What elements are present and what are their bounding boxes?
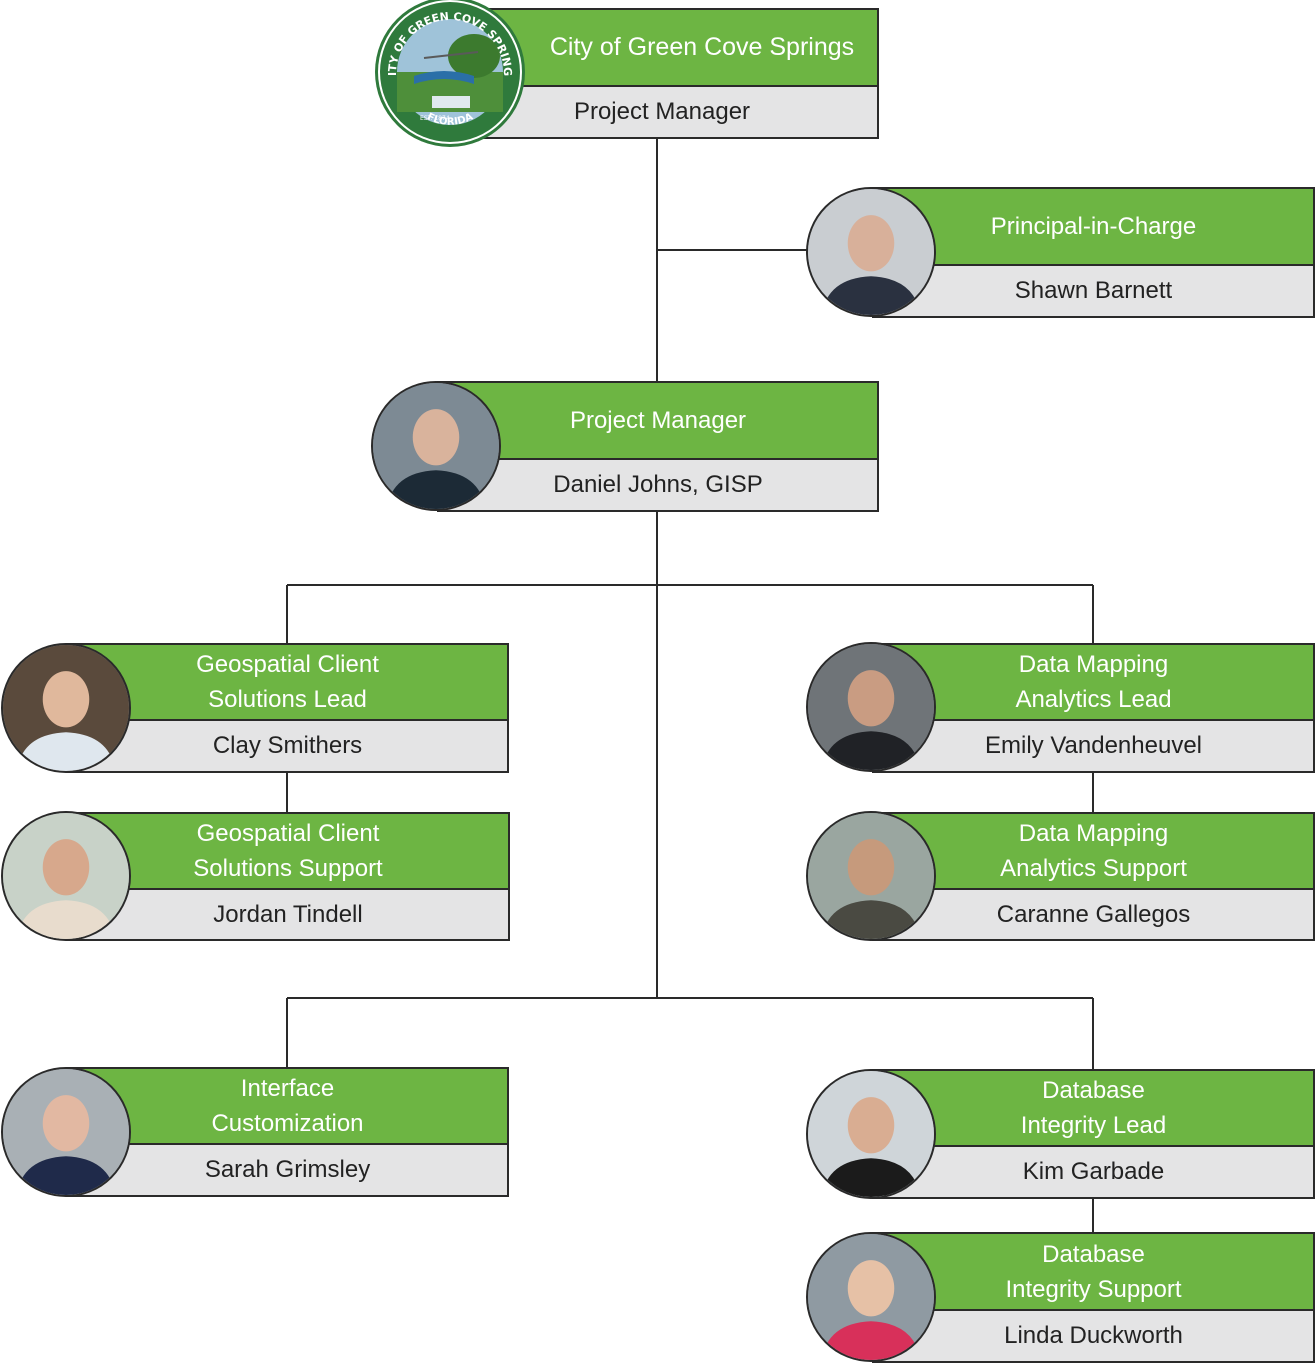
db-support-role: Database Integrity Support — [872, 1232, 1315, 1311]
seal-est: EST. 1874 — [420, 115, 450, 122]
db-support-role-line1: Database — [1042, 1240, 1145, 1268]
geo-lead-photo-icon — [1, 643, 131, 773]
pm-photo-icon — [371, 381, 501, 511]
geo-support-photo-icon — [1, 811, 131, 941]
db-support-photo-icon — [806, 1232, 936, 1362]
principal-card: Principal-in-Charge Shawn Barnett — [872, 187, 1315, 318]
pm-name: Daniel Johns, GISP — [437, 460, 879, 512]
pm-card: Project Manager Daniel Johns, GISP — [437, 381, 879, 512]
dm-support-role-line2: Analytics Support — [1000, 855, 1187, 882]
db-lead-role: Database Integrity Lead — [872, 1069, 1315, 1147]
interface-card: Interface Customization Sarah Grimsley — [66, 1067, 509, 1197]
geo-lead-role-line2: Solutions Lead — [208, 686, 367, 713]
geo-support-name: Jordan Tindell — [66, 890, 510, 941]
principal-photo-icon — [806, 187, 936, 317]
dm-lead-role: Data Mapping Analytics Lead — [872, 643, 1315, 721]
seal-text-bottom: FLORIDA — [425, 111, 475, 127]
dm-support-name: Caranne Gallegos — [872, 890, 1315, 941]
geo-support-card: Geospatial Client Solutions Support Jord… — [66, 812, 510, 941]
city-seal-icon: CITY OF GREEN COVE SPRINGS FLORIDA EST. … — [374, 0, 526, 148]
db-lead-role-line2: Integrity Lead — [1020, 1112, 1167, 1139]
svg-text:FLORIDA: FLORIDA — [425, 111, 475, 127]
interface-role-line1: Interface — [240, 1075, 335, 1102]
db-lead-role-line1: Database — [1042, 1077, 1145, 1104]
dm-lead-role-line1: Data Mapping — [1018, 651, 1169, 678]
interface-photo-icon — [1, 1067, 131, 1197]
interface-role: Interface Customization — [66, 1067, 509, 1145]
db-support-role-line2: Integrity Support — [1005, 1275, 1182, 1303]
geo-support-role-line2: Solutions Support — [193, 855, 383, 882]
dm-lead-card: Data Mapping Analytics Lead Emily Vanden… — [872, 643, 1315, 773]
db-lead-photo-icon — [806, 1069, 936, 1199]
dm-lead-photo-icon — [806, 642, 936, 772]
dm-lead-name: Emily Vandenheuvel — [872, 721, 1315, 773]
dm-support-role-line1: Data Mapping — [1018, 820, 1169, 847]
pm-role: Project Manager — [437, 381, 879, 460]
geo-lead-role: Geospatial Client Solutions Lead — [66, 643, 509, 721]
dm-lead-role-line2: Analytics Lead — [1015, 686, 1172, 713]
interface-role-line2: Customization — [211, 1110, 364, 1137]
db-support-card: Database Integrity Support Linda Duckwor… — [872, 1232, 1315, 1363]
geo-support-role: Geospatial Client Solutions Support — [66, 812, 510, 890]
principal-role: Principal-in-Charge — [872, 187, 1315, 266]
dm-support-photo-icon — [806, 811, 936, 941]
dm-support-role: Data Mapping Analytics Support — [872, 812, 1315, 890]
db-support-name: Linda Duckworth — [872, 1311, 1315, 1363]
db-lead-name: Kim Garbade — [872, 1147, 1315, 1199]
geo-support-role-line1: Geospatial Client — [196, 820, 380, 847]
dm-support-card: Data Mapping Analytics Support Caranne G… — [872, 812, 1315, 941]
interface-name: Sarah Grimsley — [66, 1145, 509, 1197]
geo-lead-name: Clay Smithers — [66, 721, 509, 773]
geo-lead-card: Geospatial Client Solutions Lead Clay Sm… — [66, 643, 509, 773]
principal-name: Shawn Barnett — [872, 266, 1315, 318]
db-lead-card: Database Integrity Lead Kim Garbade — [872, 1069, 1315, 1199]
geo-lead-role-line1: Geospatial Client — [196, 651, 379, 678]
